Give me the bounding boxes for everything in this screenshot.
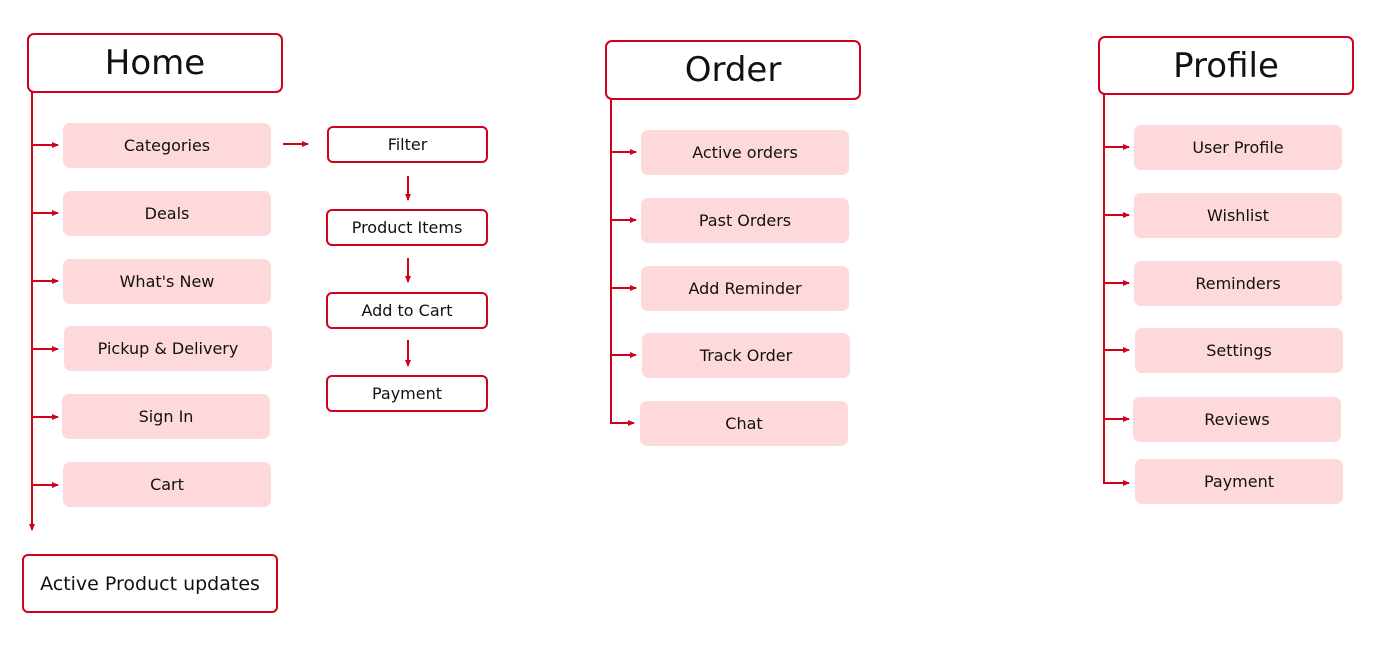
home-item-whats-new: What's New [63,259,271,304]
profile-header: Profile [1098,36,1354,95]
profile-item-reminders: Reminders [1134,261,1342,306]
home-item-cart: Cart [63,462,271,507]
flow-filter: Filter [327,126,488,163]
profile-item-reviews: Reviews [1133,397,1341,442]
home-item-pickup-delivery: Pickup & Delivery [64,326,272,371]
home-item-deals: Deals [63,191,271,236]
flow-payment: Payment [326,375,488,412]
order-item-past-orders: Past Orders [641,198,849,243]
flow-add-to-cart: Add to Cart [326,292,488,329]
profile-item-user-profile: User Profile [1134,125,1342,170]
home-header: Home [27,33,283,93]
order-item-chat: Chat [640,401,848,446]
profile-trunk-line [1103,94,1130,486]
home-item-categories: Categories [63,123,271,168]
home-item-sign-in: Sign In [62,394,270,439]
order-header: Order [605,40,861,100]
active-product-updates-box: Active Product updates [22,554,278,613]
order-item-track-order: Track Order [642,333,850,378]
profile-item-settings: Settings [1135,328,1343,373]
profile-item-wishlist: Wishlist [1134,193,1342,238]
order-trunk-line [610,98,635,426]
order-item-add-reminder: Add Reminder [641,266,849,311]
flow-product-items: Product Items [326,209,488,246]
order-item-active-orders: Active orders [641,130,849,175]
profile-item-payment: Payment [1135,459,1343,504]
